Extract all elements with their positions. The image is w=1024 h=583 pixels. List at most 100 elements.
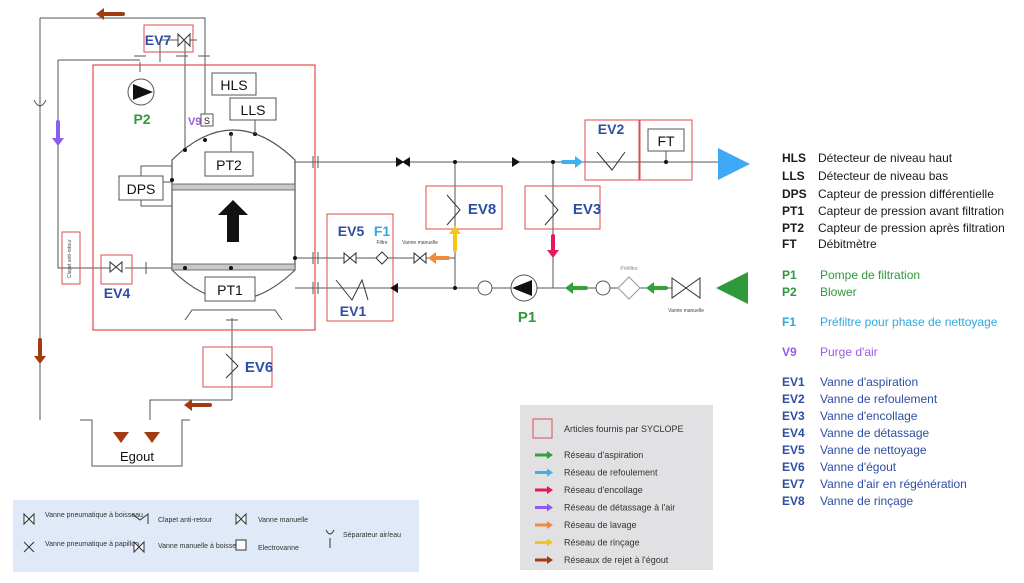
inlet-manual-valve-icon xyxy=(671,277,701,299)
ev3-label: EV3 xyxy=(573,201,601,218)
pt1-label: PT1 xyxy=(217,282,243,298)
f1-filter-icon xyxy=(375,251,389,265)
network-swatch-arrow xyxy=(547,486,553,494)
ev4-frame xyxy=(100,254,133,285)
tag-description: Vanne de rinçage xyxy=(820,494,914,508)
f1-label: F1 xyxy=(374,223,391,239)
supplied-swatch xyxy=(532,418,553,439)
p2-label: P2 xyxy=(133,111,150,127)
tag-code: EV7 xyxy=(782,477,805,491)
manual-valve-legend-icon xyxy=(235,512,247,526)
tag-code: DPS xyxy=(782,187,807,201)
tag-code: V9 xyxy=(782,345,797,359)
ev1-valve-icon xyxy=(335,278,369,301)
ev7-valve-icon xyxy=(177,32,191,48)
tag-description: Vanne de détassage xyxy=(820,426,930,440)
ft-box xyxy=(647,128,685,152)
ev2-label: EV2 xyxy=(598,121,625,137)
pneumatic-ball-valve-icon xyxy=(23,512,35,526)
tag-code: FT xyxy=(782,237,797,251)
ev3-valve-icon xyxy=(544,194,559,226)
tag-code: EV4 xyxy=(782,426,805,440)
ft-label: FT xyxy=(657,133,675,149)
pneumatic-butterfly-icon xyxy=(23,541,35,553)
tag-description: Pompe de filtration xyxy=(820,268,920,282)
ev8-frame xyxy=(425,185,503,230)
ev4-valve-icon xyxy=(109,260,123,274)
manual-ball-valve-icon xyxy=(133,540,145,554)
tag-description: Capteur de pression après filtration xyxy=(818,221,1005,235)
tag-description: Vanne d'air en régénération xyxy=(820,477,967,491)
svg-text:Vanne pneumatique à papillon: Vanne pneumatique à papillon xyxy=(45,541,139,548)
tag-code: EV6 xyxy=(782,460,805,474)
tag-code: P2 xyxy=(782,285,797,299)
network-legend-label: Réseau de détassage à l'air xyxy=(564,503,675,513)
tag-description: Préfiltre pour phase de nettoyage xyxy=(820,315,998,329)
ev7-frame xyxy=(143,24,194,53)
ev5-ev1-frame xyxy=(326,213,394,322)
connection-dots xyxy=(170,132,668,290)
svg-text:Electrovanne: Electrovanne xyxy=(258,545,299,552)
media-layer-top xyxy=(171,183,296,191)
network-legend-label: Réseau d'encollage xyxy=(564,485,643,495)
svg-text:Préfiltre: Préfiltre xyxy=(620,266,637,272)
tag-description: Vanne de refoulement xyxy=(820,392,938,406)
tag-code: PT2 xyxy=(782,221,804,235)
p1-label: P1 xyxy=(518,309,536,326)
ft-frame xyxy=(639,119,693,181)
tag-description: Détecteur de niveau haut xyxy=(818,151,953,165)
svg-text:Vanne manuelle: Vanne manuelle xyxy=(668,308,704,314)
network-legend-label: Réseau de rinçage xyxy=(564,538,640,548)
outlet-triangle xyxy=(718,148,750,180)
left-check-valve-label: Clapet anti-retour xyxy=(67,239,73,278)
network-swatch-arrow xyxy=(547,521,553,529)
network-swatch-arrow xyxy=(547,503,553,512)
tag-code: EV3 xyxy=(782,409,805,423)
media-layer-bottom xyxy=(171,263,296,271)
tag-description: Vanne de nettoyage xyxy=(820,443,927,457)
tag-code: LLS xyxy=(782,169,805,183)
pt2-label: PT2 xyxy=(216,157,242,173)
network-legend-label: Réseau de refoulement xyxy=(564,468,658,478)
tag-code: EV8 xyxy=(782,494,805,508)
ev5-label: EV5 xyxy=(338,223,365,239)
manual-valve-icon xyxy=(413,251,427,265)
flow-arrows xyxy=(34,8,668,443)
hls-label: HLS xyxy=(220,77,247,93)
tag-code: EV5 xyxy=(782,443,805,457)
tag-description: Capteur de pression avant filtration xyxy=(818,204,1004,218)
dps-box xyxy=(118,175,164,201)
ev5-valve-icon xyxy=(343,251,357,265)
tag-code: F1 xyxy=(782,315,796,329)
svg-text:Clapet anti-retour: Clapet anti-retour xyxy=(158,517,213,524)
svg-text:Vanne manuelle à boisseau: Vanne manuelle à boisseau xyxy=(158,543,244,550)
flanges xyxy=(134,55,319,321)
inlet-triangle xyxy=(716,272,748,304)
lls-label: LLS xyxy=(241,102,266,118)
tag-description: Débitmètre xyxy=(818,237,877,251)
svg-text:Vanne manuelle: Vanne manuelle xyxy=(402,240,438,246)
svg-text:S: S xyxy=(204,116,210,126)
tag-code: PT1 xyxy=(782,204,804,218)
ev8-valve-icon xyxy=(446,194,461,226)
lls-box xyxy=(229,97,277,121)
vessel-supplied-frame xyxy=(92,64,316,331)
svg-text:Filtre: Filtre xyxy=(376,240,387,246)
tag-code: EV1 xyxy=(782,375,805,389)
tag-description: Capteur de pression différentielle xyxy=(818,187,994,201)
ev2-valve-icon xyxy=(596,151,626,171)
v9-solenoid xyxy=(200,113,214,127)
ev6-label: EV6 xyxy=(245,359,273,376)
tag-description: Vanne d'aspiration xyxy=(820,375,918,389)
svg-text:Séparateur air/eau: Séparateur air/eau xyxy=(343,532,401,539)
network-legend-label: Réseau d'aspiration xyxy=(564,450,643,460)
air-separator-icon xyxy=(33,99,47,107)
network-swatch-arrow xyxy=(547,468,553,477)
network-legend-label: Réseau de lavage xyxy=(564,520,637,530)
ev4-label: EV4 xyxy=(104,285,131,301)
air-separator-legend-icon xyxy=(325,529,335,548)
v9-label: V9 xyxy=(188,116,201,128)
hls-box xyxy=(211,72,257,96)
